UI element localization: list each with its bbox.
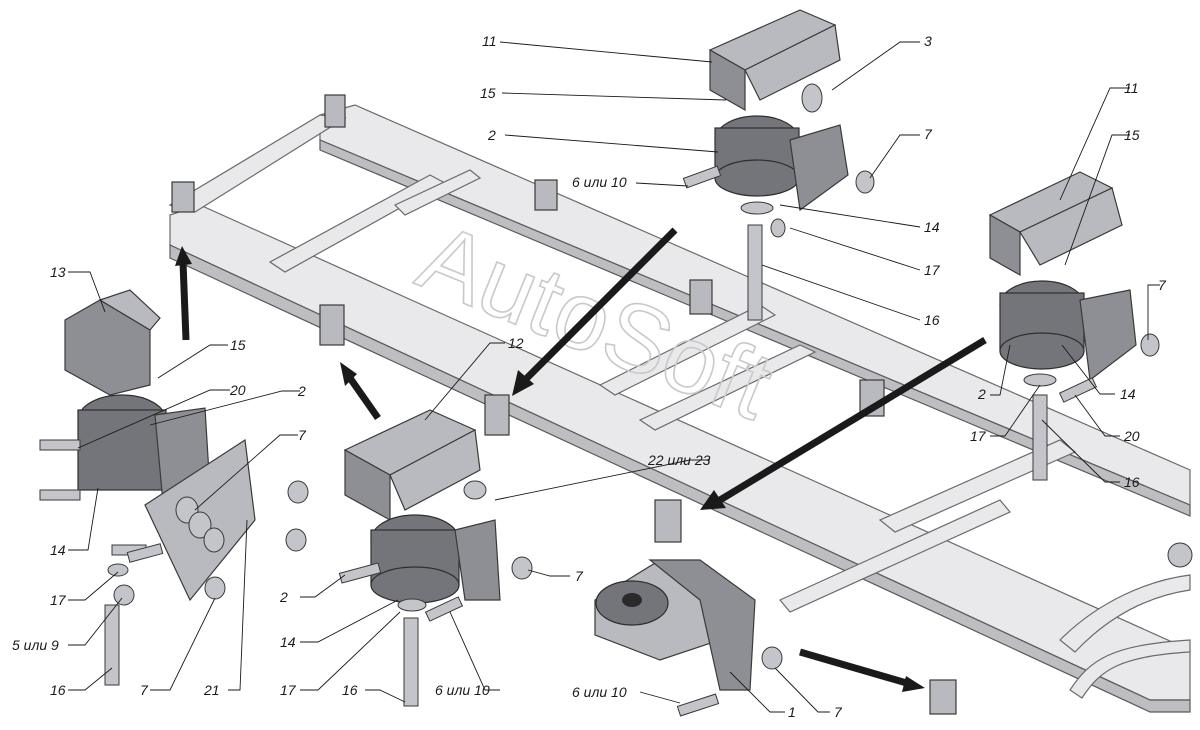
mount-assembly-left — [39, 289, 309, 686]
callout-15: 15 — [230, 337, 246, 353]
mount-assembly-center — [338, 409, 533, 707]
callout-15: 15 — [480, 85, 496, 101]
callout-6-or-10: 6 или 10 — [572, 684, 627, 700]
callout-22-or-23: 22 или 23 — [647, 452, 711, 468]
callout-7: 7 — [924, 126, 933, 142]
callout-14: 14 — [280, 634, 296, 650]
callout-20: 20 — [1123, 428, 1140, 444]
mount-assembly-right — [988, 171, 1160, 481]
callout-1: 1 — [788, 704, 796, 720]
callout-17: 17 — [970, 428, 987, 444]
callout-5-or-9: 5 или 9 — [12, 637, 59, 653]
callout-7: 7 — [575, 568, 584, 584]
callout-17: 17 — [280, 682, 297, 698]
callout-16: 16 — [50, 682, 66, 698]
callout-2: 2 — [297, 383, 306, 399]
callout-7: 7 — [834, 704, 843, 720]
callout-13: 13 — [50, 264, 66, 280]
callout-3: 3 — [924, 33, 932, 49]
callout-17: 17 — [50, 592, 67, 608]
callout-16: 16 — [1124, 474, 1140, 490]
leader-lines — [68, 41, 1160, 713]
mount-assembly-bottom — [594, 559, 783, 717]
callout-12: 12 — [508, 335, 524, 351]
callout-7: 7 — [298, 427, 307, 443]
mount-assembly-top — [682, 9, 875, 321]
callout-11: 11 — [1124, 80, 1139, 96]
callout-16: 16 — [342, 682, 358, 698]
callout-6-or-10: 6 или 10 — [572, 174, 627, 190]
callout-2: 2 — [487, 127, 496, 143]
callout-7: 7 — [140, 682, 149, 698]
callout-11: 11 — [482, 33, 497, 49]
callout-21: 21 — [203, 682, 220, 698]
callout-2: 2 — [977, 386, 986, 402]
callout-6-or-10: 6 или 10 — [435, 682, 490, 698]
callout-15: 15 — [1124, 127, 1140, 143]
callout-14: 14 — [1120, 386, 1136, 402]
callout-17: 17 — [924, 262, 941, 278]
callout-labels: 11 15 2 3 7 6 или 10 14 17 16 11 15 7 2 … — [12, 33, 1167, 720]
callout-7: 7 — [1158, 277, 1167, 293]
callout-20: 20 — [229, 382, 246, 398]
callout-16: 16 — [924, 312, 940, 328]
callout-14: 14 — [50, 542, 66, 558]
callout-2: 2 — [279, 589, 288, 605]
callout-14: 14 — [924, 219, 940, 235]
direction-arrows — [175, 227, 987, 692]
